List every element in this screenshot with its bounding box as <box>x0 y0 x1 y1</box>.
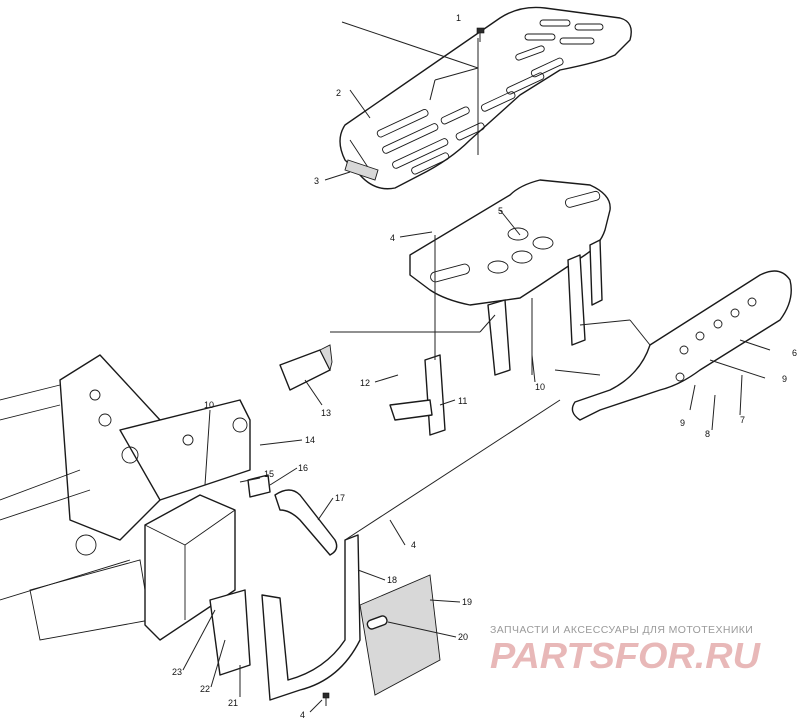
callout-8: 8 <box>705 429 710 439</box>
callout-23: 23 <box>172 667 182 677</box>
callout-3: 3 <box>314 176 319 186</box>
tail-light <box>279 344 333 391</box>
callout-4b: 4 <box>411 540 416 550</box>
rear-rack-plate <box>339 6 632 190</box>
callout-9a: 9 <box>782 374 787 384</box>
callout-4c: 4 <box>300 710 305 719</box>
side-panel-21 <box>209 589 251 676</box>
callout-labels: 1 2 3 4 5 6 9 9 8 7 10 10 11 12 13 14 15… <box>172 13 797 719</box>
rear-bumper <box>571 270 792 421</box>
callout-9b: 9 <box>680 418 685 428</box>
callout-10a: 10 <box>535 382 545 392</box>
callout-14: 14 <box>305 435 315 445</box>
callout-7: 7 <box>740 415 745 425</box>
leader-lines <box>182 21 771 713</box>
callout-2: 2 <box>336 88 341 98</box>
callout-18: 18 <box>387 575 397 585</box>
chassis-frame <box>0 354 251 641</box>
callout-5: 5 <box>498 206 503 216</box>
callout-15: 15 <box>264 469 274 479</box>
hose-17 <box>274 489 338 556</box>
screw-1 <box>476 27 485 42</box>
callout-21: 21 <box>228 698 238 708</box>
rack-pad <box>344 159 379 181</box>
callout-19: 19 <box>462 597 472 607</box>
mud-flap-19 <box>359 574 441 696</box>
bracket-11 <box>389 354 446 436</box>
callout-22: 22 <box>200 684 210 694</box>
rack-support-frame <box>409 179 611 376</box>
screw-4-bottom <box>322 692 330 706</box>
callout-16: 16 <box>298 463 308 473</box>
svg-text:PARTSFOR.RU: PARTSFOR.RU <box>490 636 761 676</box>
watermark-logo: PARTSFOR.RU <box>490 636 761 676</box>
callout-4a: 4 <box>390 233 395 243</box>
callout-13: 13 <box>321 408 331 418</box>
callout-17: 17 <box>335 493 345 503</box>
callout-6: 6 <box>792 348 797 358</box>
clip-15 <box>247 474 271 498</box>
callout-1: 1 <box>456 13 461 23</box>
mount-bracket-18 <box>261 534 361 701</box>
watermark-tagline: ЗАПЧАСТИ И АКСЕССУАРЫ ДЛЯ МОТОТЕХНИКИ <box>490 624 754 636</box>
callout-12: 12 <box>360 378 370 388</box>
callout-11: 11 <box>458 396 467 406</box>
callout-10b: 10 <box>204 400 214 410</box>
callout-20: 20 <box>458 632 468 642</box>
